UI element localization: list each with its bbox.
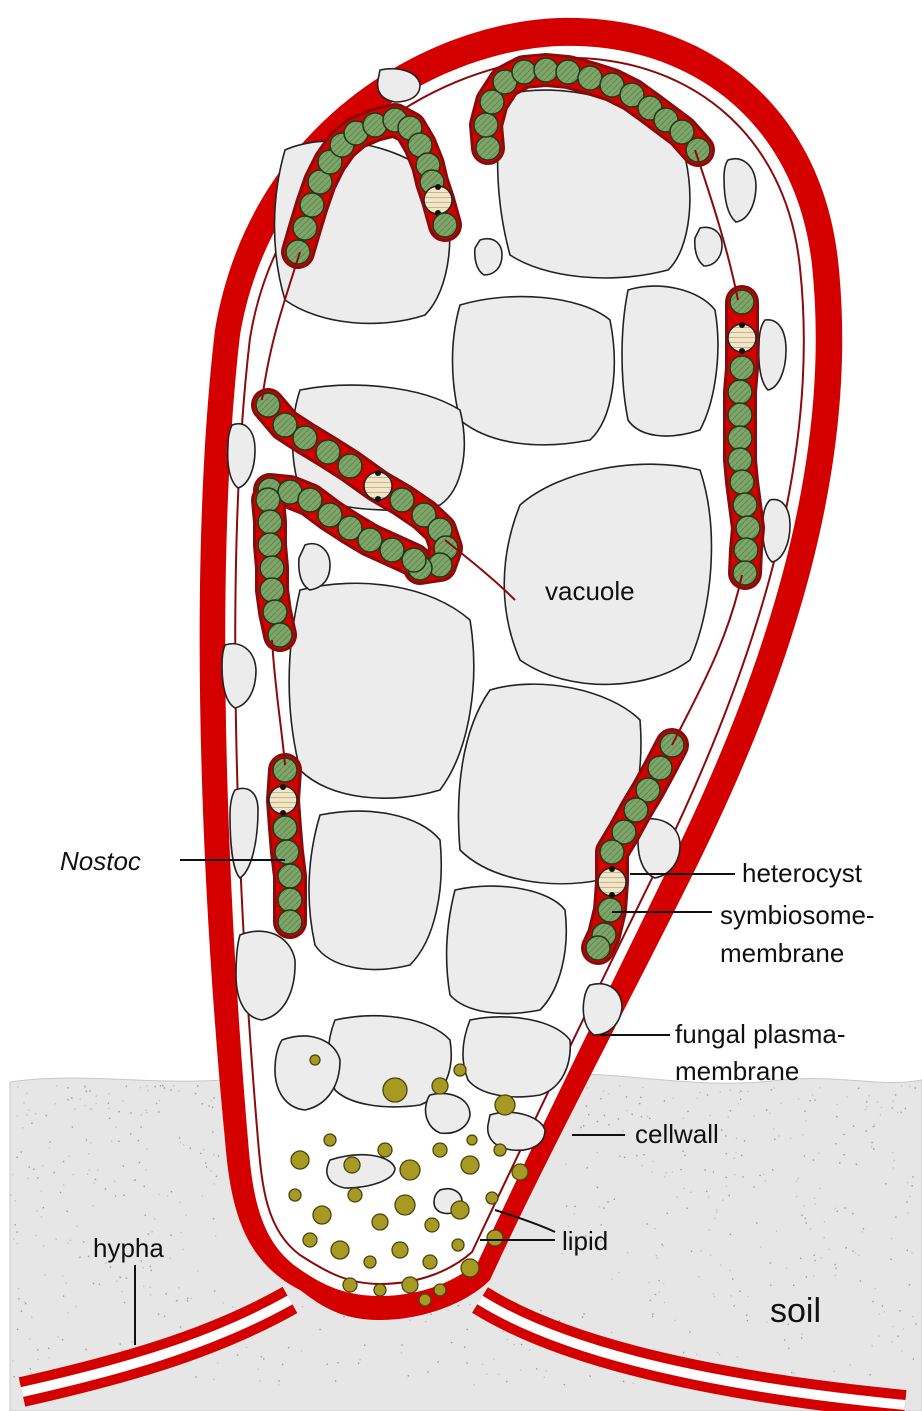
nostoc-cell — [728, 380, 752, 404]
label-symbiosome-1: symbiosome- — [720, 900, 875, 930]
lipid-droplet — [495, 1095, 515, 1115]
lipid-droplet — [348, 1188, 362, 1202]
lipid-droplet — [374, 1284, 386, 1296]
label-symbiosome-2: membrane — [720, 938, 844, 968]
nostoc-cell — [273, 816, 297, 840]
nostoc-cell — [298, 488, 322, 512]
lipid-droplet — [402, 1277, 418, 1293]
nostoc-cell — [390, 488, 414, 512]
lipid-droplet — [454, 1064, 466, 1076]
lipid-droplet — [434, 1284, 446, 1296]
lipid-droplet — [383, 1078, 407, 1102]
nostoc-cell — [730, 470, 754, 494]
nostoc-cell — [728, 426, 752, 450]
label-soil: soil — [770, 1292, 821, 1330]
lipid-droplet — [461, 1259, 479, 1277]
lipid-droplet — [494, 1144, 506, 1156]
label-cellwall: cellwall — [635, 1119, 719, 1149]
lipid-droplet — [395, 1195, 415, 1215]
nostoc-cell — [293, 216, 317, 240]
nostoc-cell — [728, 448, 752, 472]
heterocyst-cell — [598, 868, 626, 896]
nostoc-cell — [278, 910, 302, 934]
lipid-droplet — [291, 1151, 309, 1169]
lipid-droplet — [425, 1218, 439, 1232]
nostoc-cell — [402, 548, 426, 572]
nostoc-cell — [736, 516, 760, 540]
nostoc-cell — [263, 600, 287, 624]
heterocyst-cell — [364, 472, 392, 500]
lipid-droplet — [432, 1078, 448, 1094]
vacuole-large — [504, 464, 711, 684]
nostoc-cell — [338, 454, 362, 478]
lipid-droplet — [433, 1143, 447, 1157]
lipid-droplet — [419, 1294, 431, 1306]
label-fungal-2: membrane — [675, 1056, 799, 1086]
nostoc-cell — [600, 840, 624, 864]
lipid-droplet — [303, 1233, 317, 1247]
lipid-droplet — [313, 1206, 331, 1224]
lipid-droplet — [343, 1278, 357, 1292]
label-heterocyst: heterocyst — [742, 858, 863, 888]
lipid-droplet — [452, 1239, 464, 1251]
lipid-droplet — [392, 1242, 408, 1258]
label-fungal-1: fungal plasma- — [675, 1019, 846, 1049]
nostoc-cell — [316, 440, 340, 464]
lipid-droplet — [423, 1255, 437, 1269]
lipid-droplet — [372, 1214, 388, 1230]
heterocyst-cell — [728, 324, 756, 352]
lipid-droplet — [487, 1230, 503, 1246]
nostoc-cell — [730, 356, 754, 380]
lipid-droplet — [400, 1160, 420, 1180]
nostoc-cell — [300, 193, 324, 217]
nostoc-cell — [733, 493, 757, 517]
lipid-droplet — [461, 1156, 479, 1174]
nostoc-cell — [260, 578, 284, 602]
lipid-droplet — [310, 1055, 320, 1065]
nostoc-cell — [258, 533, 282, 557]
nostoc-cell — [648, 756, 672, 780]
nostoc-cell — [512, 60, 536, 84]
nostoc-cell — [278, 864, 302, 888]
heterocyst-cell — [269, 786, 297, 814]
lipid-droplet — [324, 1134, 336, 1146]
lipid-droplet — [364, 1256, 376, 1268]
lipid-droplet — [344, 1157, 360, 1173]
lipid-droplet — [331, 1241, 349, 1259]
nostoc-cell — [730, 290, 754, 314]
nostoc-cell — [728, 403, 752, 427]
heterocyst-cell — [424, 186, 452, 214]
lipid-droplet — [451, 1201, 469, 1219]
nostoc-cell — [256, 393, 280, 417]
lipid-droplet — [512, 1164, 528, 1180]
nostoc-cell — [380, 538, 404, 562]
nostoc-cell — [474, 113, 498, 137]
nostoc-cell — [256, 488, 280, 512]
nostoc-cell — [260, 556, 284, 580]
nostoc-cell — [358, 528, 382, 552]
nostoc-cell — [433, 213, 457, 237]
nostoc-cell — [293, 426, 317, 450]
lipid-droplet — [486, 1192, 498, 1204]
label-vacuole: vacuole — [545, 576, 635, 606]
nostoc-cell — [534, 58, 558, 82]
nostoc-cell — [598, 898, 622, 922]
nostoc-cell — [733, 561, 757, 585]
lipid-droplet — [467, 1135, 477, 1145]
nostoc-cell — [586, 936, 610, 960]
lipid-droplet — [289, 1189, 301, 1201]
nostoc-cell — [258, 510, 282, 534]
nostoc-cell — [476, 136, 500, 160]
nostoc-cell — [278, 888, 302, 912]
nostoc-cell — [734, 538, 758, 562]
label-lipid: lipid — [562, 1226, 608, 1256]
nostoc-cell — [556, 60, 580, 84]
label-nostoc: Nostoc — [60, 846, 141, 876]
nostoc-cell — [624, 798, 648, 822]
label-hypha: hypha — [93, 1233, 164, 1263]
lipid-droplet — [378, 1143, 392, 1157]
nostoc-cell — [578, 66, 602, 90]
